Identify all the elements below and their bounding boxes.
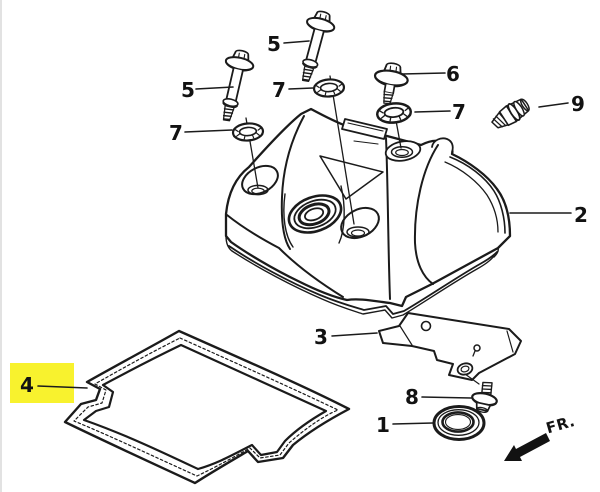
callout-part-1[interactable]: 1 <box>376 413 390 437</box>
alignment-line-middle <box>329 75 355 225</box>
cover-triangle-mark <box>319 155 384 200</box>
dome-ridge-arc-2 <box>444 161 499 233</box>
cover-flange-line <box>228 245 498 315</box>
gasket-inner-outline <box>82 343 328 471</box>
callout-part-5-upper-left[interactable]: 5 <box>181 78 195 102</box>
bolt-5-upper-left <box>211 46 258 125</box>
highlight-part-4 <box>10 363 74 403</box>
cover-right-thread-hole-inner <box>350 229 366 237</box>
front-direction-arrow <box>504 433 550 461</box>
gasket-part-4 <box>63 329 351 485</box>
bracket-hole-3-inner <box>460 365 470 373</box>
cover-top-right-recess <box>384 140 422 162</box>
dome-ridge-arc <box>449 156 506 234</box>
cover-left-face-line <box>226 214 344 298</box>
callout-part-2[interactable]: 2 <box>574 203 588 227</box>
cover-top-recess-lines <box>347 122 384 145</box>
callout-part-5-top-middle[interactable]: 5 <box>267 32 281 56</box>
cover-boss-pad-lines <box>283 185 345 248</box>
bracket-fold-lines <box>382 325 514 353</box>
callout-part-7-left[interactable]: 7 <box>169 121 183 145</box>
cover-right-thread-hole <box>346 226 370 238</box>
alignment-line-bolt-8 <box>464 373 480 385</box>
bracket-hole-2-tick <box>472 350 476 357</box>
callout-part-6[interactable]: 6 <box>446 62 460 86</box>
callout-part-3[interactable]: 3 <box>314 325 328 349</box>
seal-ring-part-1 <box>432 405 486 441</box>
cover-central-boss <box>287 194 343 234</box>
bracket-outline <box>378 312 522 381</box>
plug-part-9 <box>491 98 530 129</box>
gasket-texture-line <box>73 337 339 477</box>
callout-leader-lines <box>37 40 572 425</box>
dome-front-boundary <box>413 144 439 285</box>
washer-7-middle <box>312 77 346 99</box>
cover-flange-line-2 <box>231 250 495 319</box>
bracket-hole-1 <box>420 320 432 332</box>
bolt-part-8 <box>471 381 498 413</box>
callout-part-9[interactable]: 9 <box>571 92 585 116</box>
gasket-outer-outline <box>63 329 351 485</box>
washer-7-left <box>231 121 265 143</box>
plate-bracket-part-3 <box>378 312 522 381</box>
cover-ear-bump <box>431 137 454 153</box>
callout-part-7-right[interactable]: 7 <box>452 100 466 124</box>
cover-panel-left-line <box>280 115 305 250</box>
washer-7-right <box>375 100 413 126</box>
callout-part-4-highlighted[interactable]: 4 <box>20 373 34 397</box>
cylinder-head-cover-part-2 <box>224 107 512 319</box>
callout-part-7-middle[interactable]: 7 <box>272 78 286 102</box>
cover-flange-end-caps <box>225 235 499 258</box>
bolt-6 <box>369 59 412 108</box>
callout-part-8[interactable]: 8 <box>405 385 419 409</box>
bolt-5-top-middle <box>290 7 339 86</box>
bracket-hole-2 <box>473 344 481 352</box>
